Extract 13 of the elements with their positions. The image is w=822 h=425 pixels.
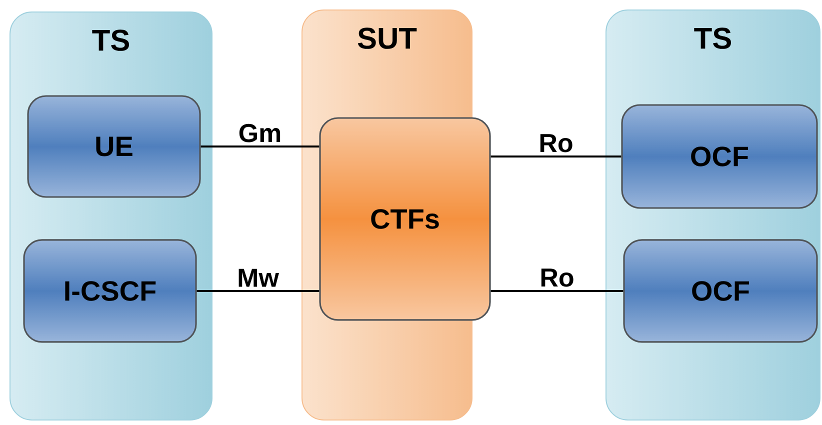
connector-line — [196, 290, 320, 292]
function-box: I-CSCF — [23, 239, 197, 343]
function-box: UE — [27, 95, 201, 198]
function-box: OCF — [623, 239, 818, 343]
connector-line — [490, 290, 624, 292]
edge-label: Gm — [237, 122, 283, 144]
connector-line — [200, 146, 320, 148]
function-box: OCF — [621, 104, 818, 209]
edge-label: Mw — [236, 268, 280, 288]
edge-label: Ro — [538, 268, 576, 288]
connector-line — [490, 156, 622, 158]
edge-label: Ro — [538, 133, 574, 154]
function-box: CTFs — [319, 117, 491, 321]
